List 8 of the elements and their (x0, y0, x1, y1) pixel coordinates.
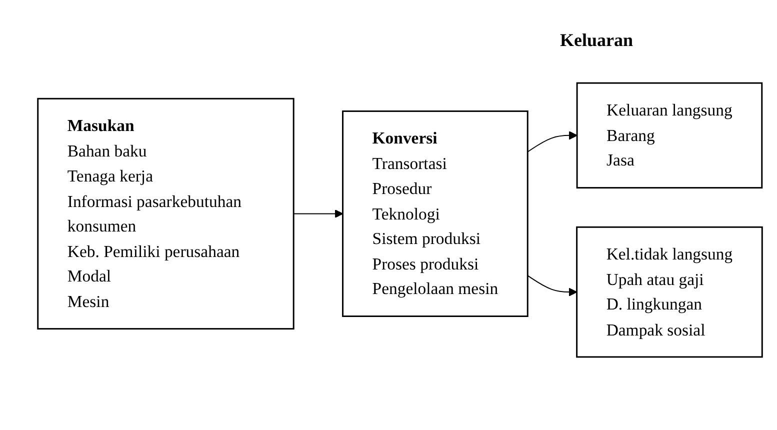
arrow (527, 131, 578, 152)
node-box: Masukan Bahan baku Tenaga kerja Informasi pasarkebutuhan konsumen Keb. Pemiliki perusahaan Modal Mesin (37, 98, 294, 330)
node-box: Kel.tidak langsung Upah atau gaji D. lingkungan Dampak sosial (576, 226, 763, 358)
arrow (293, 209, 344, 218)
node-box: Konversi Transortasi Prosedur Teknologi Sistem produksi Proses produksi Pengelolaan mesin (342, 110, 528, 317)
column-heading: Keluaran (560, 30, 634, 51)
arrow (527, 275, 578, 296)
node-box: Keluaran langsung Barang Jasa (576, 82, 763, 189)
